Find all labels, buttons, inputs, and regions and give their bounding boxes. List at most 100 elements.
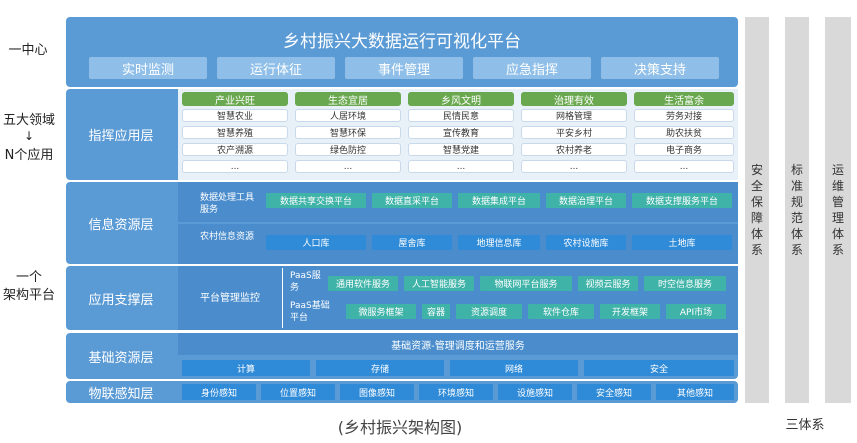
column-item: ...	[408, 160, 514, 173]
label-one-center: 一中心	[8, 43, 48, 58]
data-tools-label: 数据处理工具服务	[200, 193, 255, 215]
iot-item[interactable]: 位置感知	[261, 384, 335, 400]
char: 规	[790, 195, 803, 209]
char: 系	[750, 243, 763, 257]
security-system-column: 安 全 保 障 体 系	[745, 17, 769, 403]
resource-db-item[interactable]: 屋舍库	[372, 235, 452, 250]
base-resource-item[interactable]: 安全	[584, 360, 734, 376]
column-culture: 乡风文明 民情民意 宣传教育 智慧党建 ...	[408, 92, 514, 178]
data-tool-item[interactable]: 数据集成平台	[458, 193, 540, 208]
iot-item[interactable]: 环境感知	[419, 384, 493, 400]
operations-system-column: 运 维 管 理 体 系	[825, 17, 851, 403]
paas-service-item[interactable]: 通用软件服务	[328, 276, 398, 291]
column-item: ...	[634, 160, 734, 173]
base-resource-item[interactable]: 存储	[316, 360, 444, 376]
paas-service-item[interactable]: 物联网平台服务	[480, 276, 572, 291]
paas-service-item[interactable]: 人工智能服务	[404, 276, 474, 291]
char: 运	[831, 163, 844, 177]
three-systems-label: 三体系	[785, 418, 825, 433]
tab-realtime-monitor[interactable]: 实时监测	[89, 57, 207, 79]
char: 管	[831, 195, 844, 209]
label-n-apps: N个应用	[4, 148, 54, 163]
label-one-framework-2: 架构平台	[2, 288, 55, 303]
iot-item[interactable]: 其他感知	[656, 384, 734, 400]
resource-db-item[interactable]: 地理信息库	[458, 235, 540, 250]
column-item[interactable]: 智慧党建	[408, 143, 514, 156]
column-ecology: 生态宜居 人居环境 智慧环保 绿色防控 ...	[295, 92, 401, 178]
iot-item[interactable]: 图像感知	[340, 384, 414, 400]
data-tool-item[interactable]: 数据共享交换平台	[266, 193, 366, 208]
label-five-domains: 五大领域	[2, 113, 55, 128]
column-item[interactable]: 智慧环保	[295, 126, 401, 139]
base-layer-label: 基础资源层	[88, 350, 154, 366]
paas-service-item[interactable]: 时空信息服务	[644, 276, 726, 291]
char: 保	[750, 195, 763, 209]
base-resource-item[interactable]: 计算	[182, 360, 310, 376]
iot-item[interactable]: 身份感知	[182, 384, 256, 400]
char: 准	[790, 179, 803, 193]
resource-db-item[interactable]: 土地库	[632, 235, 732, 250]
paas-platform-item[interactable]: 微服务框架	[346, 304, 416, 319]
data-tool-item[interactable]: 数据直采平台	[372, 193, 452, 208]
tab-emergency-command[interactable]: 应急指挥	[473, 57, 591, 79]
resource-db-item[interactable]: 人口库	[266, 235, 366, 250]
column-item[interactable]: 电子商务	[634, 143, 734, 156]
paas-service-label: PaaS服务	[290, 271, 321, 293]
column-item[interactable]: 平安乡村	[521, 126, 627, 139]
header-panel: 乡村振兴大数据运行可视化平台 实时监测 运行体征 事件管理 应急指挥 决策支持	[66, 17, 738, 87]
paas-platform-item[interactable]: API市场	[666, 304, 726, 319]
column-item[interactable]: 农产溯源	[182, 143, 288, 156]
column-item[interactable]: 智慧农业	[182, 109, 288, 122]
column-item: ...	[521, 160, 627, 173]
paas-platform-item[interactable]: 容器	[422, 304, 450, 319]
column-item[interactable]: 智慧养殖	[182, 126, 288, 139]
resource-db-item[interactable]: 农村设施库	[546, 235, 626, 250]
arrow-down-icon: ↓	[23, 129, 35, 143]
tab-event-management[interactable]: 事件管理	[345, 57, 463, 79]
char: 体	[831, 227, 844, 241]
column-item[interactable]: 农村养老	[521, 143, 627, 156]
base-resource-item[interactable]: 网络	[450, 360, 578, 376]
char: 体	[790, 227, 803, 241]
rural-info-label: 农村信息资源	[200, 232, 255, 242]
column-head: 生活富余	[634, 92, 734, 107]
column-item[interactable]: 民情民意	[408, 109, 514, 122]
tab-decision-support[interactable]: 决策支持	[601, 57, 719, 79]
char: 障	[750, 211, 763, 225]
iot-item[interactable]: 安全感知	[577, 384, 651, 400]
base-mgmt-label: 基础资源-管理调度和运营服务	[178, 333, 738, 355]
column-item[interactable]: 劳务对接	[634, 109, 734, 122]
char: 理	[831, 211, 844, 225]
char: 系	[790, 243, 803, 257]
support-layer-label: 应用支撑层	[88, 292, 154, 308]
tab-operation-signs[interactable]: 运行体征	[217, 57, 335, 79]
paas-service-item[interactable]: 视频云服务	[578, 276, 638, 291]
char: 全	[750, 179, 763, 193]
paas-platform-item[interactable]: 资源调度	[456, 304, 522, 319]
data-tool-item[interactable]: 数据治理平台	[546, 193, 626, 208]
column-item[interactable]: 人居环境	[295, 109, 401, 122]
column-head: 乡风文明	[408, 92, 514, 107]
command-layer-label: 指挥应用层	[88, 129, 154, 144]
char: 范	[790, 211, 803, 225]
column-item[interactable]: 助农扶贫	[634, 126, 734, 139]
platform-monitor-label: 平台管理监控	[200, 293, 260, 304]
paas-platform-item[interactable]: 开发框架	[600, 304, 660, 319]
char: 系	[831, 243, 844, 257]
column-item: ...	[295, 160, 401, 173]
info-layer-label: 信息资源层	[88, 217, 154, 233]
column-item: ...	[182, 160, 288, 173]
divider	[282, 268, 283, 328]
iot-item[interactable]: 设施感知	[498, 384, 572, 400]
column-item[interactable]: 网格管理	[521, 109, 627, 122]
paas-platform-label: PaaS基础平台	[290, 301, 330, 323]
char: 维	[831, 179, 844, 193]
column-item[interactable]: 宣传教育	[408, 126, 514, 139]
char: 标	[790, 163, 803, 177]
column-governance: 治理有效 网格管理 平安乡村 农村养老 ...	[521, 92, 627, 178]
label-one-framework-1: 一个	[15, 270, 42, 285]
paas-platform-item[interactable]: 软件仓库	[528, 304, 594, 319]
column-industry: 产业兴旺 智慧农业 智慧养殖 农产溯源 ...	[182, 92, 288, 178]
column-item[interactable]: 绿色防控	[295, 143, 401, 156]
data-tool-item[interactable]: 数据支撑服务平台	[632, 193, 732, 208]
